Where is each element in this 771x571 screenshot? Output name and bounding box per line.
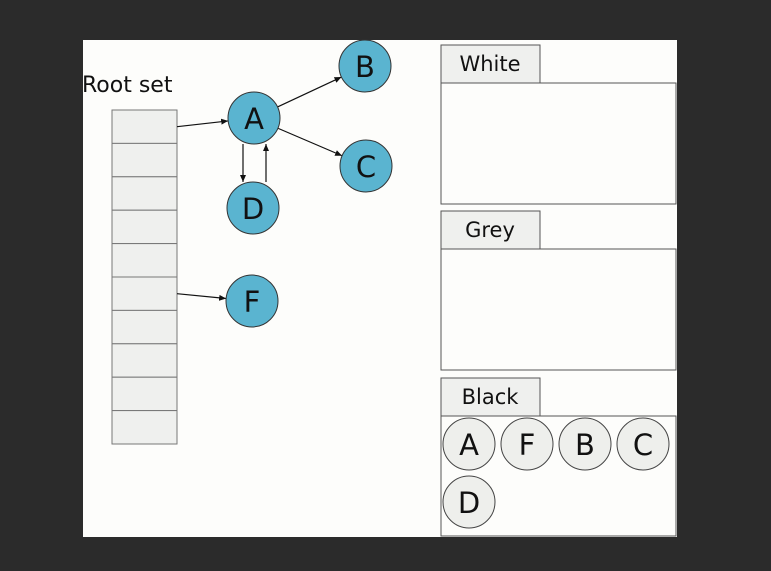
member-label: A bbox=[459, 428, 479, 462]
node-label: F bbox=[244, 285, 261, 319]
member-label: B bbox=[575, 428, 595, 462]
root-set-label: Root set bbox=[82, 73, 173, 98]
white-set-tab bbox=[440, 44, 541, 84]
black-set-panel: Black A F B C D bbox=[440, 377, 677, 537]
member-label: D bbox=[458, 486, 480, 520]
node-c: C bbox=[339, 139, 393, 193]
root-slot bbox=[111, 243, 178, 278]
member-label: C bbox=[633, 428, 653, 462]
root-slot bbox=[111, 142, 178, 178]
node-circle bbox=[338, 39, 392, 93]
edge-a-to-b bbox=[277, 76, 342, 108]
black-member-a: A bbox=[442, 417, 496, 471]
black-set-members: A F B C D bbox=[442, 417, 670, 529]
root-slot bbox=[111, 309, 178, 345]
white-set-label: White bbox=[459, 52, 520, 76]
member-circle bbox=[616, 417, 670, 471]
member-circle bbox=[558, 417, 612, 471]
white-set-panel: White bbox=[440, 44, 677, 205]
edge-root-slot-0-to-a bbox=[176, 118, 229, 128]
node-circle bbox=[225, 274, 279, 328]
root-slot bbox=[111, 176, 178, 211]
object-graph: A B C D F bbox=[225, 39, 393, 328]
node-circle bbox=[227, 91, 281, 145]
black-member-b: B bbox=[558, 417, 612, 471]
white-set-box bbox=[440, 82, 677, 205]
node-label: A bbox=[244, 102, 264, 136]
edge-a-to-c bbox=[277, 127, 343, 157]
member-label: F bbox=[519, 428, 536, 462]
node-f: F bbox=[225, 274, 279, 328]
root-slot bbox=[111, 276, 178, 311]
node-label: D bbox=[242, 192, 264, 226]
root-slot bbox=[111, 109, 178, 144]
member-circle bbox=[442, 475, 496, 529]
grey-set-tab bbox=[440, 210, 541, 250]
node-label: C bbox=[356, 150, 376, 184]
grey-set-label: Grey bbox=[465, 218, 515, 242]
member-circle bbox=[500, 417, 554, 471]
root-slot bbox=[111, 209, 178, 245]
node-circle bbox=[339, 139, 393, 193]
black-member-c: C bbox=[616, 417, 670, 471]
black-set-label: Black bbox=[462, 385, 520, 409]
node-a: A bbox=[227, 91, 281, 145]
root-slot bbox=[111, 343, 178, 378]
black-set-tab bbox=[440, 377, 541, 417]
grey-set-panel: Grey bbox=[440, 210, 677, 371]
root-slot bbox=[111, 410, 178, 445]
root-slot bbox=[111, 376, 178, 412]
member-circle bbox=[442, 417, 496, 471]
edge-root-slot-5-to-f bbox=[176, 293, 227, 301]
root-set-stack bbox=[111, 109, 178, 445]
node-circle bbox=[226, 181, 280, 235]
black-member-f: F bbox=[500, 417, 554, 471]
black-member-d: D bbox=[442, 475, 496, 529]
node-d: D bbox=[226, 181, 280, 235]
node-label: B bbox=[355, 50, 375, 84]
reference-edges bbox=[176, 76, 343, 301]
grey-set-box bbox=[440, 248, 677, 371]
node-b: B bbox=[338, 39, 392, 93]
